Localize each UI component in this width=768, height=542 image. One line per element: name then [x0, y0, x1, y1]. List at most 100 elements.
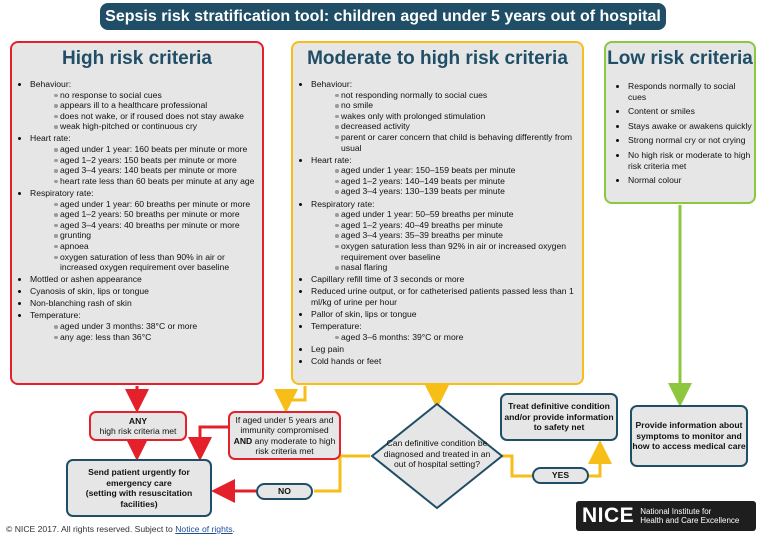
sub-criteria-list: aged 3–6 months: 39°C or more [311, 332, 582, 343]
any-text: high risk criteria met [99, 426, 177, 436]
criterion-label: Respiratory rate: [30, 187, 94, 198]
yes-label: YES [532, 467, 589, 484]
criterion: Reduced urine output, or for catheterise… [311, 286, 582, 307]
sub-criterion: heart rate less than 60 beats per minute… [54, 176, 262, 187]
high-risk-panel: High risk criteria Behaviour:no response… [10, 41, 264, 385]
criterion-label: Behaviour: [311, 79, 353, 89]
criterion: Strong normal cry or not crying [628, 135, 754, 146]
footer-text: © NICE 2017. All rights reserved. Subjec… [6, 524, 176, 534]
sub-criteria-list: aged under 1 year: 60 breaths per minute… [30, 199, 262, 273]
sub-criterion: decreased activity [335, 121, 582, 132]
criterion: Responds normally to social cues [628, 81, 754, 102]
send-text-2: (setting with resuscitation facilities) [85, 488, 193, 509]
low-risk-heading: Low risk criteria [607, 48, 753, 69]
sub-criterion: oxygen saturation less than 92% in air o… [335, 241, 582, 262]
sub-criterion: does not wake, or if roused does not sta… [54, 111, 262, 122]
criterion: Pallor of skin, lips or tongue [311, 309, 582, 320]
nice-logo-line-1: National Institute for [640, 507, 712, 516]
nice-logo-word: NICE [582, 504, 635, 527]
moderate-risk-list: Behaviour:not responding normally to soc… [293, 79, 582, 366]
criterion: Respiratory rate:aged under 1 year: 50–5… [311, 199, 582, 273]
sub-criterion: aged under 1 year: 160 beats per minute … [54, 144, 262, 155]
sub-criteria-list: aged under 1 year: 50–59 breaths per min… [311, 209, 582, 273]
criterion-label: Capillary refill time of 3 seconds or mo… [311, 274, 465, 285]
low-risk-list: Responds normally to social cuesContent … [606, 81, 754, 186]
criterion: Heart rate:aged under 1 year: 160 beats … [30, 133, 262, 186]
criterion-label: Respiratory rate: [311, 198, 375, 209]
moderate-risk-heading: Moderate to high risk criteria [307, 48, 568, 69]
decision-diamond [370, 402, 504, 510]
treat-definitive-node: Treat definitive condition and/or provid… [500, 393, 618, 441]
criterion-label: Pallor of skin, lips or tongue [311, 308, 417, 319]
sub-criterion: aged 1–2 years: 150 beats per minute or … [54, 155, 262, 166]
criterion-label: Heart rate: [30, 133, 71, 144]
sub-criterion: aged 3–4 years: 35–39 breaths per minute [335, 230, 582, 241]
criterion-label: Responds normally to social cues [628, 81, 736, 102]
treat-text: Treat definitive condition and/or provid… [504, 401, 614, 433]
immuno-text-1: If aged under 5 years and immunity compr… [235, 414, 334, 436]
criterion-label: Stays awake or awakens quickly [628, 120, 752, 131]
criterion-label: Content or smiles [628, 106, 695, 117]
sub-criterion: grunting [54, 230, 262, 241]
sub-criterion: aged 1–2 years: 50 breaths per minute or… [54, 209, 262, 220]
sub-criterion: no smile [335, 100, 582, 111]
criterion: Temperature:aged under 3 months: 38°C or… [30, 310, 262, 342]
arrow-question-yes [498, 454, 532, 478]
sub-criterion: aged under 1 year: 60 breaths per minute… [54, 199, 262, 210]
sub-criterion: aged under 1 year: 150–159 beats per min… [335, 165, 582, 176]
high-risk-list: Behaviour:no response to social cuesappe… [12, 79, 262, 342]
criterion: No high risk or moderate to high risk cr… [628, 150, 754, 171]
high-risk-heading: High risk criteria [62, 48, 212, 69]
no-label: NO [256, 483, 313, 500]
criterion: Respiratory rate:aged under 1 year: 60 b… [30, 188, 262, 273]
sub-criterion: apnoea [54, 241, 262, 252]
send-urgently-node: Send patient urgently for emergency care… [66, 459, 212, 517]
criterion-label: Reduced urine output, or for catheterise… [311, 286, 574, 307]
page-title: Sepsis risk stratification tool: childre… [100, 3, 666, 30]
criterion-label: Non-blanching rash of skin [30, 298, 132, 309]
criterion-label: Temperature: [311, 321, 362, 332]
sub-criterion: appears ill to a healthcare professional [54, 100, 262, 111]
copyright-footer: © NICE 2017. All rights reserved. Subjec… [6, 524, 235, 534]
immunocompromised-node: If aged under 5 years and immunity compr… [228, 411, 341, 460]
sub-criterion: aged 1–2 years: 40–49 breaths per minute [335, 220, 582, 231]
criterion: Heart rate:aged under 1 year: 150–159 be… [311, 155, 582, 197]
sub-criterion: parent or carer concern that child is be… [335, 132, 582, 153]
sub-criterion: aged under 3 months: 38°C or more [54, 321, 262, 332]
criterion-label: Mottled or ashen appearance [30, 274, 142, 285]
sub-criterion: nasal flaring [335, 262, 582, 273]
low-risk-panel: Low risk criteria Responds normally to s… [604, 41, 756, 204]
send-text-1: Send patient urgently for emergency care [88, 467, 190, 488]
criterion-label: Strong normal cry or not crying [628, 135, 746, 146]
immuno-text-2: any moderate to high risk criteria met [254, 435, 336, 457]
decision-question: Can definitive condition be diagnosed an… [383, 438, 491, 469]
sub-criterion: aged 1–2 years: 140–149 beats per minute [335, 176, 582, 187]
sub-criterion: no response to social cues [54, 90, 262, 101]
moderate-risk-panel: Moderate to high risk criteria Behaviour… [291, 41, 584, 385]
criterion-label: Behaviour: [30, 79, 72, 89]
immuno-and: AND [233, 435, 253, 446]
criterion-label: No high risk or moderate to high risk cr… [628, 149, 751, 171]
footer-end: . [232, 524, 235, 534]
criterion: Normal colour [628, 175, 754, 186]
criterion: Stays awake or awakens quickly [628, 121, 754, 132]
criterion: Content or smiles [628, 106, 754, 117]
criterion: Cold hands or feet [311, 356, 582, 367]
criterion: Temperature:aged 3–6 months: 39°C or mor… [311, 321, 582, 342]
arrow-question-no [314, 454, 370, 493]
criterion: Behaviour:not responding normally to soc… [311, 79, 582, 153]
sub-criterion: wakes only with prolonged stimulation [335, 111, 582, 122]
sub-criteria-list: aged under 1 year: 160 beats per minute … [30, 144, 262, 186]
criterion: Mottled or ashen appearance [30, 274, 262, 285]
criterion-label: Cold hands or feet [311, 355, 382, 366]
notice-of-rights-link[interactable]: Notice of rights [175, 524, 233, 534]
sub-criteria-list: aged under 1 year: 150–159 beats per min… [311, 165, 582, 197]
sub-criterion: aged 3–4 years: 40 breaths per minute or… [54, 220, 262, 231]
sub-criterion: not responding normally to social cues [335, 90, 582, 101]
criterion: Non-blanching rash of skin [30, 298, 262, 309]
criterion-label: Heart rate: [311, 154, 352, 165]
